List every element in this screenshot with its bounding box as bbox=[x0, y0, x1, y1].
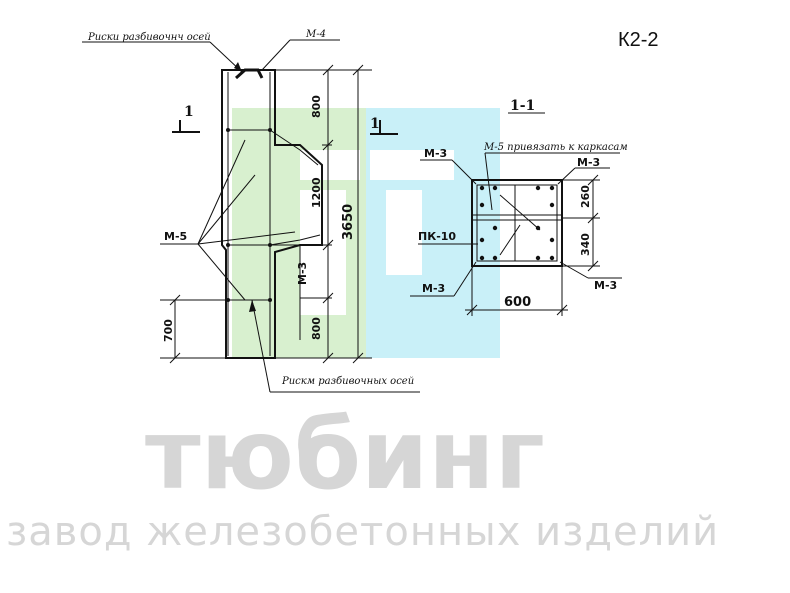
watermark-logo bbox=[232, 108, 500, 358]
top-axes-label: Риски разбивочнч осей bbox=[87, 32, 211, 43]
watermark-brand: тюбинг bbox=[145, 399, 545, 511]
m3-bottom-left-label: М-3 bbox=[422, 282, 445, 295]
section-1-1 bbox=[410, 112, 622, 316]
column-dimensions bbox=[160, 64, 372, 364]
dim-800-bottom: 800 bbox=[310, 317, 323, 340]
m5-label: М-5 bbox=[164, 230, 187, 243]
m3-top-right-label: М-3 bbox=[577, 156, 600, 169]
section-marker-right-label: 1 bbox=[370, 116, 380, 132]
m5-note: М-5 привязать к каркасам bbox=[483, 142, 628, 153]
m3-bottom-right-label: М-3 bbox=[594, 279, 617, 292]
dim-1200: 1200 bbox=[310, 177, 323, 208]
m3-top-left-label: М-3 bbox=[424, 147, 447, 160]
dim-600: 600 bbox=[504, 295, 531, 310]
m4-label: М-4 bbox=[305, 29, 326, 40]
watermark-tagline: завод железобетонных изделий bbox=[6, 509, 719, 555]
dim-260: 260 bbox=[579, 185, 592, 208]
section-marker-left bbox=[172, 120, 200, 133]
m3-vertical-label: М-3 bbox=[296, 262, 309, 285]
dim-700: 700 bbox=[162, 319, 175, 342]
bottom-axes-label: Рискм разбивочных осей bbox=[281, 376, 414, 387]
dim-340: 340 bbox=[579, 233, 592, 256]
dim-3650: 3650 bbox=[341, 204, 356, 240]
drawing-code: К2-2 bbox=[618, 29, 659, 51]
dim-800-top: 800 bbox=[310, 95, 323, 118]
section-marker-right bbox=[370, 120, 398, 135]
pk10-label: ПК-10 bbox=[418, 230, 456, 243]
section-title: 1-1 bbox=[510, 98, 535, 114]
section-marker-left-label: 1 bbox=[184, 104, 194, 120]
